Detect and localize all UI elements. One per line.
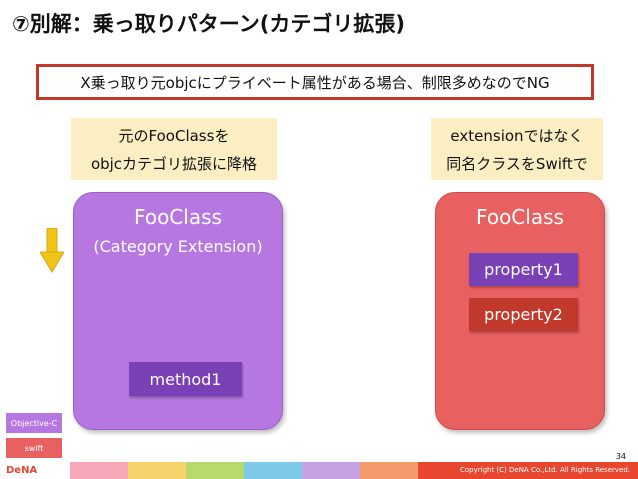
footer-bar — [0, 462, 638, 479]
footer-segment — [302, 462, 360, 479]
slide-title: ⑦別解：乗っ取りパターン(カテゴリ拡張) — [12, 12, 405, 36]
ng-note-box: X乗っ取り元objcにプライベート属性がある場合、制限多めなのでNG — [36, 64, 594, 100]
property1-pill: property1 — [469, 253, 578, 286]
footer-segment — [244, 462, 302, 479]
legend-objc: Objective-C — [6, 413, 62, 433]
down-arrow-icon — [40, 228, 64, 273]
left-label-line2: objcカテゴリ拡張に降格 — [90, 154, 258, 173]
method1-pill: method1 — [129, 362, 242, 396]
footer-segment — [418, 462, 638, 479]
footer-segment — [128, 462, 186, 479]
left-label-line1: 元のFooClassを — [118, 126, 230, 145]
objc-panel-title: FooClass — [134, 205, 222, 229]
swift-panel-title: FooClass — [476, 205, 564, 229]
page-number: 34 — [615, 452, 626, 461]
footer-segment — [360, 462, 418, 479]
ng-note-text: X乗っ取り元objcにプライベート属性がある場合、制限多めなのでNG — [80, 73, 550, 92]
right-label-box: extensionではなく 同名クラスをSwiftで — [431, 118, 603, 180]
left-label-box: 元のFooClassを objcカテゴリ拡張に降格 — [71, 118, 277, 180]
footer-segment — [186, 462, 244, 479]
right-label-line1: extensionではなく — [450, 126, 584, 145]
copyright-text: Copyright (C) DeNA Co.,Ltd. All Rights R… — [460, 466, 630, 474]
footer-segment — [0, 462, 70, 479]
dena-logo: DeNA — [6, 465, 38, 476]
footer-segment — [70, 462, 128, 479]
right-label-line2: 同名クラスをSwiftで — [446, 154, 588, 173]
legend-swift: swift — [6, 438, 62, 458]
property2-pill: property2 — [469, 298, 578, 331]
objc-panel-subtitle: (Category Extension) — [93, 237, 263, 256]
